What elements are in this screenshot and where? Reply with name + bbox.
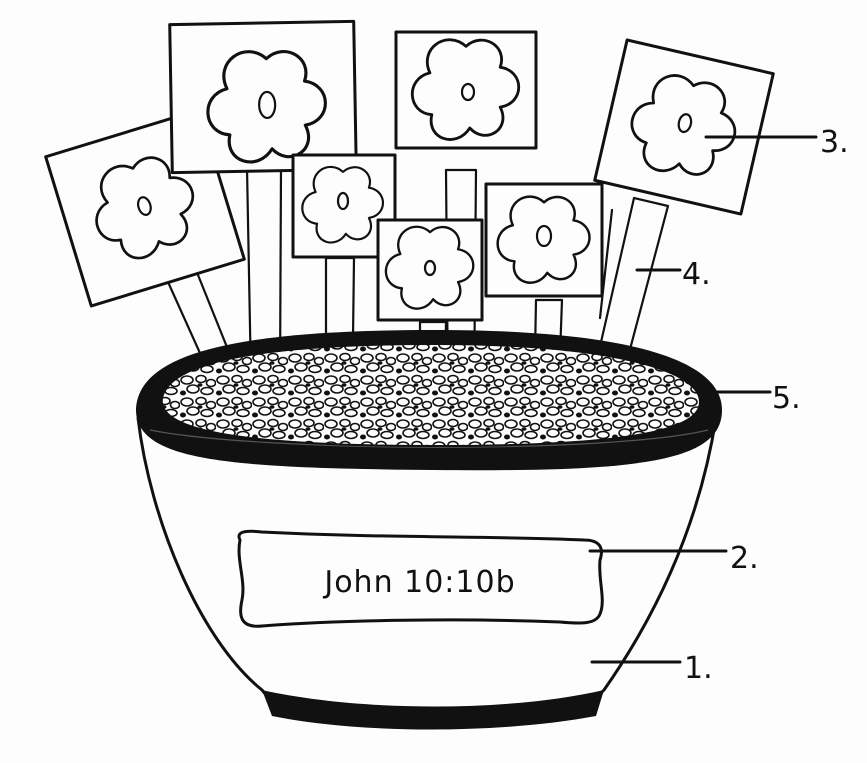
callout-1: 1.	[684, 651, 713, 686]
callout-5: 5.	[772, 381, 801, 416]
callout-lines	[588, 135, 818, 664]
pot-label-text: John 10:10b	[322, 565, 515, 600]
flower-signs	[44, 19, 775, 322]
callout-4: 4.	[682, 257, 711, 292]
flower-sign-5	[376, 218, 484, 322]
callout-numbers: 3. 4. 5. 2. 1.	[682, 125, 849, 686]
pot-label: John 10:10b	[237, 529, 604, 628]
flower-sign-6	[484, 182, 604, 298]
callout-2: 2.	[730, 541, 759, 576]
callout-3: 3.	[820, 125, 849, 160]
flower-sign-4	[394, 30, 538, 150]
pot	[135, 330, 723, 730]
flower-sign-2	[168, 19, 358, 175]
flower-sign-7	[593, 38, 775, 216]
